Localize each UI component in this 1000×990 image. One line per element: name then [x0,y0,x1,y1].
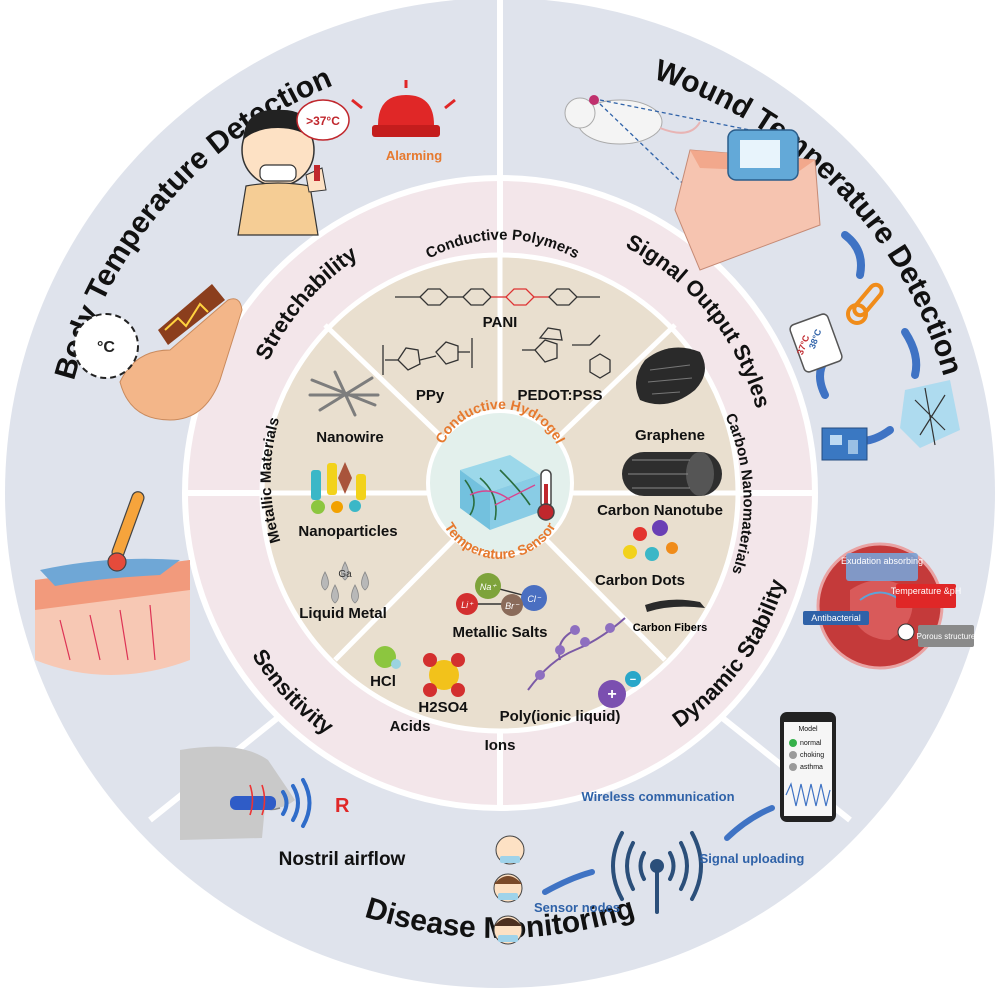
wrist-band-sensor-illustration [119,284,243,421]
metallic-salts-icon [456,573,547,616]
celsius-magnifier-icon [73,313,139,379]
antibacterial-tag [803,611,869,625]
airflow-waves-icon [281,778,312,828]
temp-ph-label: Temperature &pH [891,586,962,596]
fever-speech-bubble [296,99,350,141]
carbon-fiber-icon [645,599,705,612]
celsius-label: °C [97,339,115,356]
pedot-structure-icon [522,327,611,379]
h2so4-molecule-icon [423,653,465,697]
choking-label: choking [800,752,824,759]
nostril-airflow-label: Nostril airflow [279,849,406,870]
exudation-label: Exudation absorbing [841,556,923,566]
cl-label: Cl⁻ [527,594,541,604]
fever-temperature-label: >37°C [306,114,340,128]
pani-label: PANI [483,314,518,331]
rat-illustration [564,95,701,145]
antenna-icon [611,831,703,914]
ions-title: Ions [485,737,516,754]
nose-face-illustration [180,746,295,840]
na-label: Na⁺ [480,582,498,592]
orange-thermometer-icon [846,282,884,325]
sensor-to-antenna-arrow [542,869,595,895]
hydrogel-block-icon [900,380,960,448]
nanowire-icon [308,370,380,417]
carbon-nanotube-icon [622,452,722,496]
nanoparticles-label: Nanoparticles [298,523,397,540]
model-label: Model [798,726,818,733]
phone-model-screen [780,712,836,822]
sensor-node-person-2 [493,873,523,903]
skin-thermometer-illustration [35,491,190,675]
ga-label: Ga [338,569,352,580]
pani-structure-icon [395,288,600,306]
poly-ionic-liquid-label: Poly(ionic liquid) [500,708,621,725]
circuit-board-icon [821,427,868,461]
wireless-label: Wireless communication [581,789,734,804]
cycle-arrow-2 [901,328,921,379]
phone-readout-icon [789,313,843,373]
ppy-structure-icon [382,338,473,375]
svg-text:+: + [607,686,616,703]
graphene-label: Graphene [635,427,705,444]
hydrogel-cube-icon [460,455,540,530]
carbon-nanotube-label: Carbon Nanotube [597,502,723,519]
r-label: R [335,795,350,817]
ppy-label: PPy [416,387,445,404]
exudation-tag [846,553,918,581]
liquid-metal-label: Liquid Metal [299,605,387,622]
fever-child-illustration [237,109,327,236]
temp-ph-tag [896,584,956,608]
alarming-label: Alarming [386,148,442,163]
pedot-label: PEDOT:PSS [517,387,602,404]
svg-text:−: − [630,674,636,686]
signal-uploading-label: Signal uploading [700,851,805,866]
nanowire-label: Nanowire [316,429,384,446]
carbon-fibers-label: Carbon Fibers [633,622,708,634]
hcl-label: HCl [370,673,396,690]
graphene-icon [636,347,705,405]
sensor-label: Sensor nodes [534,900,620,915]
sensor-node-person-1 [495,835,525,865]
asthma-label: asthma [800,764,823,771]
liquid-metal-drops-icon [321,561,369,604]
h2so4-label: H2SO4 [418,699,468,716]
porous-tag [918,625,974,647]
antibacterial-label: Antibacterial [811,613,861,623]
cycle-arrow-1 [841,231,865,279]
li-label: Li⁺ [461,600,474,610]
thermometer-icon [537,469,555,521]
acids-label: Acids [390,718,431,735]
sensor-node-person-3 [493,915,523,945]
carbon-dots-label: Carbon Dots [595,572,685,589]
poly-ionic-liquid-icon: + − [527,617,641,708]
nanoparticles-icon [311,462,366,514]
carbon-dots-icon [623,520,678,561]
metallic-salts-label: Metallic Salts [452,624,547,641]
porous-label: Porous structure [917,632,976,641]
antenna-to-phone-arrow [724,805,775,841]
normal-label: normal [800,740,822,747]
wound-sensor-skin-illustration [674,129,821,271]
hcl-molecule-icon [374,646,401,669]
br-label: Br⁻ [505,601,520,611]
alarm-light-icon [351,80,456,137]
